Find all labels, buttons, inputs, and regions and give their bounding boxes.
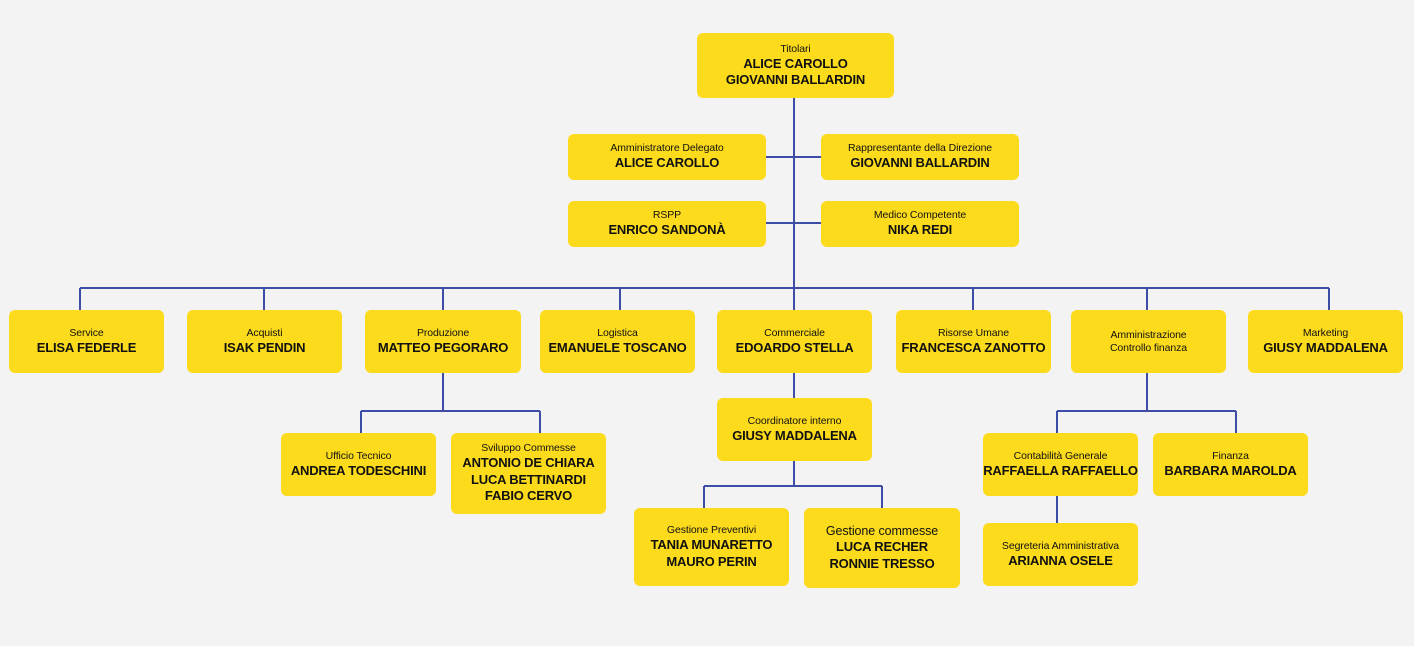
node-person-name: MAURO PERIN xyxy=(666,553,757,569)
node-role-label: Amministrazione xyxy=(1110,328,1187,341)
node-role-label: Coordinatore interno xyxy=(747,414,842,427)
node-person-name: ANDREA TODESCHINI xyxy=(290,462,427,478)
node-role-label: Service xyxy=(69,326,104,339)
node-person-name: RAFFAELLA RAFFAELLO xyxy=(983,462,1138,478)
node-role-label: Gestione Preventivi xyxy=(666,524,757,536)
node-person-name: NIKA REDI xyxy=(887,222,953,238)
node-role-label: Produzione xyxy=(416,326,470,339)
node-role-label: Segreteria Amministrativa xyxy=(1001,539,1120,552)
node-person-name: RONNIE TRESSO xyxy=(829,555,935,571)
node-role-label: Contabilità Generale xyxy=(1013,449,1108,462)
node-role-label: Commerciale xyxy=(764,326,825,339)
node-person-name: GIOVANNI BALLARDIN xyxy=(725,72,866,87)
node-role-label: Risorse Umane xyxy=(937,326,1010,339)
node-role-label: Amministratore Delegato xyxy=(610,142,724,155)
node-person-name: GIUSY MADDALENA xyxy=(732,427,857,443)
node-role-label: Rappresentante della Direzione xyxy=(847,142,993,155)
node-person-name: ARIANNA OSELE xyxy=(1008,552,1113,568)
node-role-label: Sviluppo Commesse xyxy=(481,442,576,455)
node-role-label: Acquisti xyxy=(246,326,283,339)
node-person-name: ISAK PENDIN xyxy=(223,339,306,355)
node-person-name: LUCA BETTINARDI xyxy=(471,471,586,487)
node-role-label: Medico Competente xyxy=(873,209,967,222)
node-role-label: Gestione commesse xyxy=(825,524,939,538)
node-person-name: ANTONIO DE CHIARA xyxy=(462,455,595,471)
node-person-name: ALICE CAROLLO xyxy=(743,55,848,71)
node-person-name: GIOVANNI BALLARDIN xyxy=(850,155,990,171)
node-person-name: FABIO CERVO xyxy=(484,488,573,504)
node-role-label: Titolari xyxy=(780,42,811,55)
node-role-label: Logistica xyxy=(597,326,638,339)
node-person-name: ALICE CAROLLO xyxy=(614,155,720,171)
node-person-name: LUCA RECHER xyxy=(836,539,928,554)
node-person-name: FRANCESCA ZANOTTO xyxy=(901,339,1046,355)
node-role-label: Controllo finanza xyxy=(1109,341,1188,354)
node-person-name: TANIA MUNARETTO xyxy=(650,537,773,552)
node-role-label: RSPP xyxy=(652,209,682,222)
node-role-label: Ufficio Tecnico xyxy=(325,449,392,462)
node-person-name: GIUSY MADDALENA xyxy=(1263,339,1388,355)
node-person-name: ENRICO SANDONÀ xyxy=(608,222,726,238)
node-role-label: Finanza xyxy=(1212,449,1249,462)
node-person-name: EMANUELE TOSCANO xyxy=(548,339,687,355)
node-role-label: Marketing xyxy=(1302,326,1349,339)
node-person-name: ELISA FEDERLE xyxy=(36,339,137,355)
node-person-name: MATTEO PEGORARO xyxy=(377,339,509,355)
node-person-name: EDOARDO STELLA xyxy=(735,339,854,355)
node-person-name: BARBARA MAROLDA xyxy=(1164,462,1297,478)
